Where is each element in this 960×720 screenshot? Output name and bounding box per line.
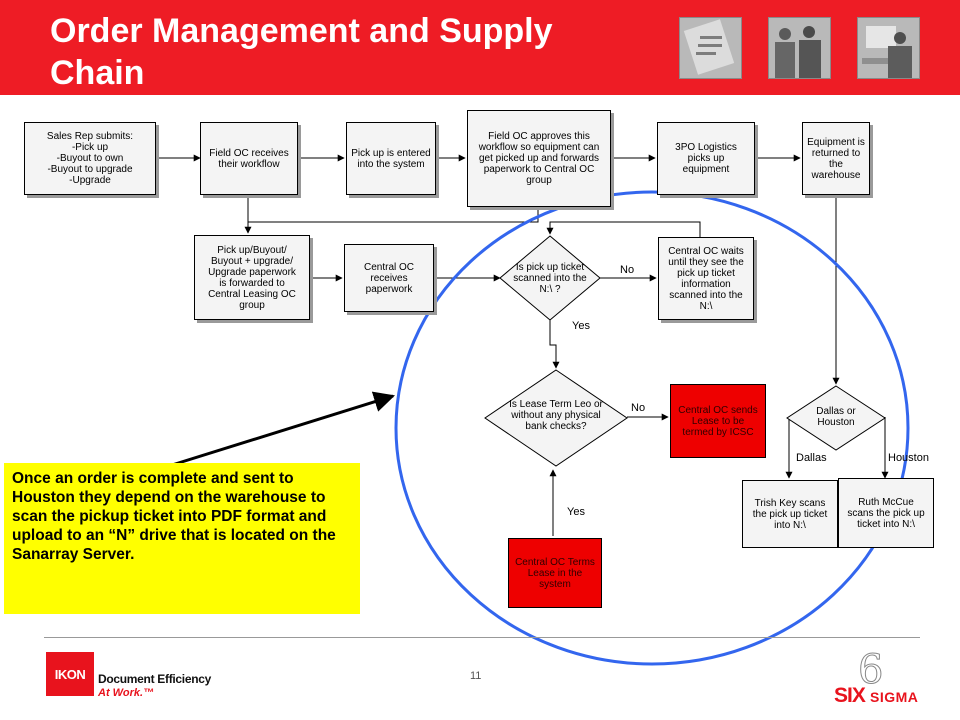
decision-location-label: Dallas or Houston (816, 406, 856, 428)
box-central-sends: Central OC sends Lease to be termed by I… (670, 384, 766, 458)
edge-label-yes-2: Yes (567, 506, 585, 518)
box-field-oc-approves: Field OC approves this workflow so equip… (467, 110, 611, 207)
six-sigma-six: SIX (834, 684, 866, 707)
box-trish-key: Trish Key scans the pick up ticket into … (742, 480, 838, 548)
callout-arrow (171, 391, 396, 467)
edge-label-dallas: Dallas (796, 452, 827, 464)
six-sigma-sigma: SIGMA (870, 689, 919, 705)
box-central-receives: Central OC receives paperwork (344, 244, 434, 312)
footer-divider (44, 637, 920, 638)
box-central-waits: Central OC waits until they see the pick… (658, 237, 754, 320)
box-sales-rep: Sales Rep submits: -Pick up -Buyout to o… (24, 122, 156, 195)
box-logistics: 3PO Logistics picks up equipment (657, 122, 755, 195)
people-photo (768, 17, 831, 79)
box-ruth-mccue: Ruth McCue scans the pick up ticket into… (838, 478, 934, 548)
edge-label-houston: Houston (888, 452, 929, 464)
six-sigma-symbol: 6 (857, 647, 884, 693)
ikon-logo: IKON (46, 652, 94, 696)
header-banner: Order Management and Supply Chain (0, 0, 960, 95)
decision-location (786, 385, 886, 451)
callout-note: Once an order is complete and sent to Ho… (4, 463, 360, 614)
box-equipment-returned: Equipment is returned to the warehouse (802, 122, 870, 195)
arrow-yes-to-lease (549, 320, 560, 369)
page-number: 11 (470, 670, 482, 682)
box-central-terms: Central OC Terms Lease in the system (508, 538, 602, 608)
highlight-circle (394, 190, 910, 666)
document-photo (679, 17, 742, 79)
tagline-document-efficiency: Document Efficiency (98, 672, 211, 686)
arrow-waits-loop (546, 221, 701, 237)
edge-label-no-2: No (631, 402, 646, 414)
tagline-at-work: At Work.™ (98, 687, 155, 699)
decision-lease-term (484, 369, 628, 467)
box-pickup-entered: Pick up is entered into the system (346, 122, 436, 195)
decision-lease-label: Is Lease Term Leo or without any physica… (509, 399, 603, 432)
decision-scanned (499, 235, 601, 321)
line-approves-to-paperwork (248, 208, 539, 223)
box-field-oc-receives: Field OC receives their workflow (200, 122, 298, 195)
office-photo (857, 17, 920, 79)
edge-label-yes-1: Yes (572, 320, 590, 332)
edge-label-no-1: No (620, 264, 635, 276)
box-paperwork-forwarded: Pick up/Buyout/ Buyout + upgrade/ Upgrad… (194, 235, 310, 320)
decision-scanned-label: Is pick up ticket scanned into the N:\ ? (513, 262, 587, 295)
slide-title: Order Management and Supply Chain (50, 12, 553, 92)
